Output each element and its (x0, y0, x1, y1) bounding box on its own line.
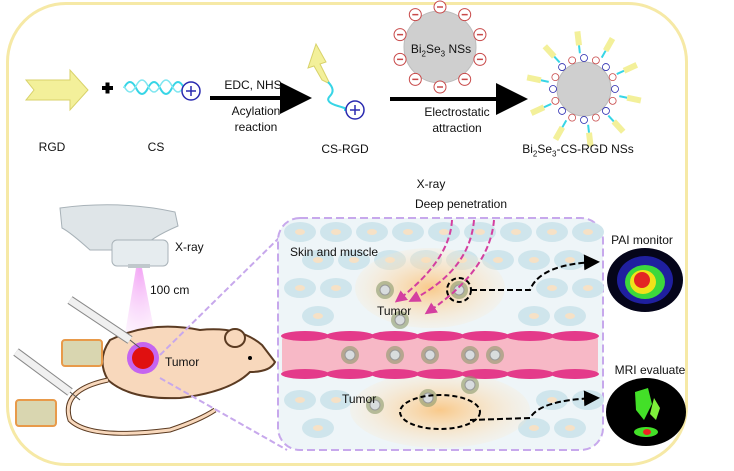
tumor-label: Tumor (165, 355, 200, 369)
step2-line1: Electrostatic (424, 105, 490, 119)
rgd-label: RGD (38, 140, 66, 154)
rgd-arrow-icon (24, 68, 89, 112)
bi2se3-cs-rgd-product-icon (526, 31, 642, 147)
negative-charge-icon (393, 28, 407, 42)
nanoparticle-icon (486, 346, 504, 364)
cs-rgd-icon (307, 42, 365, 120)
mri-image (606, 378, 686, 446)
cs-label: CS (147, 140, 165, 154)
step1-line1: Acylation (231, 104, 281, 118)
negative-charge-icon (473, 28, 487, 42)
nanoparticle-icon (341, 346, 359, 364)
blood-vessel (282, 336, 598, 374)
nanoparticle-icon (421, 346, 439, 364)
nanoparticle-icon (461, 346, 479, 364)
negative-charge-icon (473, 52, 487, 66)
nanoparticle-icon (419, 389, 437, 407)
negative-charge-icon (458, 8, 472, 22)
product-label: Bi2Se3-CS-RGD NSs (522, 142, 634, 159)
nanoparticle-icon (376, 281, 394, 299)
nanoparticle-icon (391, 311, 409, 329)
mri-label: MRI evaluate (614, 363, 686, 377)
tumor-lower-label: Tumor (342, 392, 377, 406)
tissue-panel (277, 217, 604, 451)
nanoparticle-icon (366, 396, 384, 414)
tumor-upper-label: Tumor (377, 304, 412, 318)
nanoparticle-icon (386, 346, 404, 364)
skin-label: Skin and muscle (290, 245, 379, 259)
negative-charge-icon (433, 0, 447, 14)
cs-rgd-label: CS-RGD (321, 142, 369, 156)
negative-charge-icon (408, 8, 422, 22)
nanoparticle-icon (450, 281, 468, 299)
bi2se3-nanosheet-icon (393, 0, 487, 94)
nanoparticle-icon (461, 376, 479, 394)
xray-source-icon (59, 204, 179, 268)
outer-frame (6, 2, 688, 466)
negative-charge-icon (408, 72, 422, 86)
tumor-spot-icon (127, 342, 159, 374)
negative-charge-icon (393, 52, 407, 66)
step1-reagents: EDC, NHS (224, 78, 282, 92)
negative-charge-icon (458, 72, 472, 86)
xray-beam (124, 268, 156, 340)
step1-line2: reaction (234, 120, 278, 134)
syringe-icon (13, 348, 81, 427)
pai-label: PAI monitor (611, 233, 673, 247)
negative-charge-icon (433, 80, 447, 94)
nanosheet-label: Bi2Se3 NSs (410, 42, 472, 59)
xray-source-label: X-ray (175, 240, 204, 254)
tissue-xray-label: X-ray (416, 177, 446, 191)
plus-icon (102, 82, 113, 94)
step2-line2: attraction (432, 121, 482, 135)
cs-helix-icon (123, 79, 201, 101)
syringe-icon (61, 296, 141, 367)
penetration-label: Deep penetration (414, 197, 508, 211)
pai-image (607, 248, 683, 312)
distance-label: 100 cm (150, 283, 190, 297)
